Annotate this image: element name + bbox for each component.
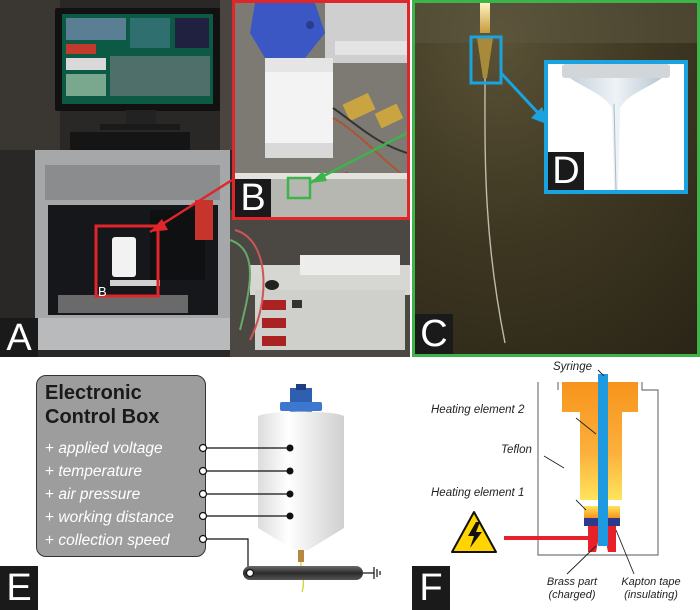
connection-lines: [203, 447, 290, 572]
syringe-closeup-photo: [235, 3, 407, 217]
label-heating-element-1: Heating element 1: [431, 487, 525, 499]
syringe-body: [258, 411, 344, 550]
label-teflon: Teflon: [501, 444, 532, 456]
panel-b: [232, 0, 410, 220]
printer-frame: [35, 150, 230, 350]
control-item-collection-speed: + collection speed: [45, 532, 170, 549]
control-item-working-distance: + working distance: [45, 509, 174, 526]
collector-rod: [243, 566, 363, 580]
control-item-air-pressure: + air pressure: [45, 486, 141, 503]
nozzle-cross-section: [451, 369, 659, 575]
electronic-control-box: Electronic Control Box + applied voltage…: [36, 375, 206, 557]
panel-f-label: F: [412, 566, 450, 610]
panel-f: [412, 360, 700, 610]
panel-a-inset-label: B: [98, 284, 107, 299]
monitor: [55, 8, 220, 130]
label-brass-part: Brass part (charged): [546, 576, 598, 601]
control-item-applied-voltage: + applied voltage: [45, 440, 163, 457]
panel-e-label: E: [0, 566, 38, 610]
high-voltage-warning-icon: [451, 511, 497, 553]
label-heating-element-2: Heating element 2: [431, 404, 525, 416]
panel-a-label: A: [0, 318, 38, 357]
control-box-title-line1: Electronic: [45, 382, 142, 404]
syringe-cap: [280, 384, 322, 412]
panel-d-label: D: [548, 152, 584, 190]
printhead-schematic: [198, 384, 381, 593]
label-kapton-tape: Kapton tape (insulating): [621, 576, 681, 601]
control-box-title-line2: Control Box: [45, 406, 160, 428]
panel-d: [544, 60, 688, 194]
teflon-housing: [537, 382, 659, 556]
ground-symbol-icon: [363, 567, 381, 579]
panel-c-label: C: [415, 314, 453, 354]
control-item-temperature: + temperature: [45, 463, 142, 480]
syringe-channel: [598, 374, 608, 546]
control-box-photo: [255, 290, 405, 350]
panel-b-label: B: [235, 179, 271, 217]
label-syringe: Syringe: [553, 361, 592, 373]
